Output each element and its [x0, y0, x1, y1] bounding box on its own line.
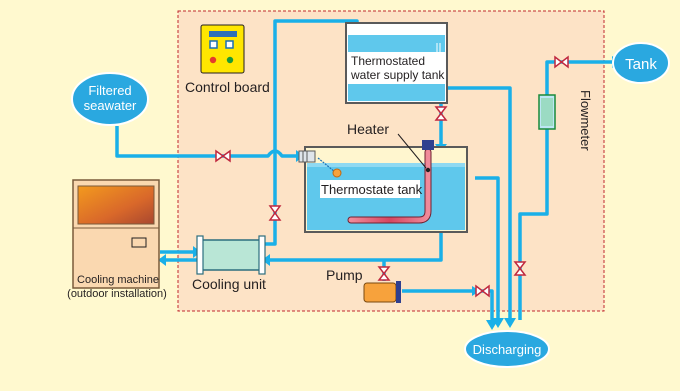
pump-label: Pump	[326, 267, 363, 283]
discharging-label: Discharging	[473, 342, 542, 357]
tank-overflow-pipe	[475, 176, 500, 320]
return-to-cooling-pipe	[264, 226, 443, 262]
thermostate-tank-label-bg	[320, 180, 420, 198]
pump-icon	[363, 281, 401, 303]
valve-icon	[475, 284, 490, 298]
supply-tank-label-line1: Thermostated	[351, 54, 425, 68]
valve-icon	[554, 55, 569, 69]
filtered-seawater-label-line1: Filtered	[88, 83, 131, 98]
cooling-unit-label: Cooling unit	[192, 276, 266, 292]
cooling-machine-label-line2: (outdoor installation)	[67, 288, 167, 300]
flowmeter-label: Flowmeter	[578, 90, 593, 151]
valve-icon	[268, 205, 282, 221]
float-sensor-icon	[317, 157, 342, 178]
heater-label: Heater	[347, 121, 389, 137]
pipes	[115, 19, 615, 324]
filtered-seawater-label-line2: seawater	[84, 98, 137, 113]
inlet-nozzle-icon	[298, 150, 316, 163]
tank-bubble	[612, 42, 670, 84]
thermostate-tank-label: Thermostate tank	[321, 182, 423, 197]
valve-icon	[377, 266, 391, 281]
control-board-icon	[200, 24, 245, 74]
cooling-machine-icon	[72, 179, 160, 289]
pump-discharge-pipe	[402, 289, 494, 324]
heater-icon	[347, 133, 434, 224]
control-board-label: Control board	[185, 79, 270, 95]
flowmeter-pipe	[518, 60, 615, 320]
valve-icon	[513, 261, 527, 276]
discharging-bubble	[464, 330, 550, 368]
cooling-unit-icon	[196, 235, 266, 275]
valve-icon	[434, 106, 448, 121]
flowmeter-icon	[538, 94, 556, 130]
supply-tank-label-bg	[348, 52, 445, 84]
tank-label: Tank	[625, 56, 657, 73]
filtered-seawater-bubble	[71, 72, 149, 126]
valves	[215, 55, 569, 298]
cooling-machine-label-line1: Cooling machine	[77, 274, 159, 286]
valve-icon	[215, 149, 231, 163]
supply-tank-label-line2: water supply tank	[350, 68, 445, 82]
supply-tank-overflow-pipe	[448, 86, 512, 320]
